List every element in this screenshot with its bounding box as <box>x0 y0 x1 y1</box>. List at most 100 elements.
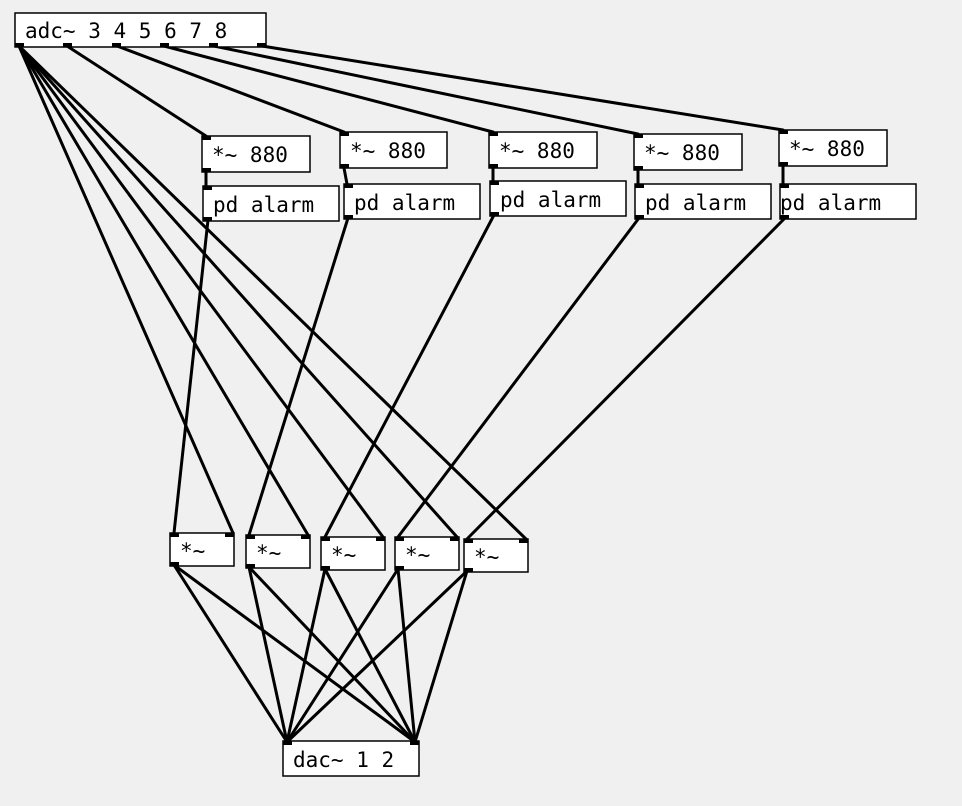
mul-3-inlet-left[interactable] <box>321 537 330 541</box>
cord-adc-to-mul880-1[interactable] <box>65 44 208 138</box>
alarm-1-inlet[interactable] <box>203 186 212 190</box>
mul880-3-inlet[interactable] <box>489 132 498 136</box>
mul-object-5[interactable]: *~ <box>463 538 529 573</box>
cord-adc-to-mul880-4[interactable] <box>212 44 640 136</box>
cord-alarm-1-to-mul-1[interactable] <box>172 218 210 535</box>
mul880-object-5[interactable]: *~ 880 <box>778 129 888 167</box>
mul-5-inlet-right[interactable] <box>519 539 528 543</box>
mul-object-2[interactable]: *~ <box>245 534 311 569</box>
alarm-object-4[interactable]: pd alarm <box>634 183 772 220</box>
alarm-label-1: pd alarm <box>213 193 314 217</box>
mul-object-3[interactable]: *~ <box>320 536 386 571</box>
alarm-2-outlet[interactable] <box>344 215 353 219</box>
mul880-5-inlet[interactable] <box>779 130 788 134</box>
cord-adc-to-mul880-2[interactable] <box>115 44 346 134</box>
cord-mul-4-to-dac-right[interactable] <box>396 567 417 744</box>
adc-outlet-5[interactable] <box>209 43 218 47</box>
alarm-3-outlet[interactable] <box>490 212 499 216</box>
cord-adc-to-mul-1[interactable] <box>17 44 235 535</box>
mul880-1-inlet[interactable] <box>202 136 211 140</box>
mul-object-4[interactable]: *~ <box>394 536 460 571</box>
alarm-object-2[interactable]: pd alarm <box>343 183 481 220</box>
cord-mul-3-to-dac-right[interactable] <box>323 567 417 744</box>
mul-2-outlet[interactable] <box>246 564 255 568</box>
adc-label: adc~ 3 4 5 6 7 8 <box>25 19 227 43</box>
cord-mul-4-to-dac-left[interactable] <box>285 567 400 744</box>
mul-4-inlet-right[interactable] <box>450 537 459 541</box>
alarm-5-outlet[interactable] <box>780 215 789 219</box>
cord-mul-5-to-dac-right[interactable] <box>413 569 469 744</box>
alarm-3-inlet[interactable] <box>490 181 499 185</box>
dac-inlet-right[interactable] <box>410 741 419 745</box>
mul-label-5: *~ <box>474 545 499 569</box>
mul-4-inlet-left[interactable] <box>395 537 404 541</box>
cord-adc-to-mul880-3[interactable] <box>162 44 495 134</box>
cord-adc-to-mul880-5[interactable] <box>260 44 785 132</box>
alarm-object-3[interactable]: pd alarm <box>489 180 627 217</box>
mul880-label-1: *~ 880 <box>212 143 288 167</box>
cord-mul-1-to-dac-right[interactable] <box>172 563 417 744</box>
cord-mul-2-to-dac-right[interactable] <box>247 565 417 744</box>
cord-alarm-2-to-mul-2[interactable] <box>247 216 350 537</box>
mul880-2-inlet[interactable] <box>340 132 349 136</box>
alarm-2-inlet[interactable] <box>344 184 353 188</box>
mul-label-3: *~ <box>331 543 356 567</box>
mul880-4-outlet[interactable] <box>634 166 643 170</box>
cord-alarm-5-to-mul-5[interactable] <box>465 216 787 541</box>
cord-adc-to-mul-2[interactable] <box>17 44 310 537</box>
cord-mul-5-to-dac-left[interactable] <box>285 569 469 744</box>
adc-outlet-6[interactable] <box>257 43 266 47</box>
cord-mul-1-to-dac-left[interactable] <box>172 563 289 744</box>
alarm-1-outlet[interactable] <box>203 217 212 221</box>
mul-label-1: *~ <box>180 539 205 563</box>
mul880-object-3[interactable]: *~ 880 <box>488 131 598 169</box>
mul880-object-1[interactable]: *~ 880 <box>201 135 311 173</box>
mul-label-4: *~ <box>405 543 430 567</box>
adc-object[interactable]: adc~ 3 4 5 6 7 8 <box>14 12 267 48</box>
alarm-5-inlet[interactable] <box>780 184 789 188</box>
adc-outlet-4[interactable] <box>160 43 169 47</box>
alarm-4-outlet[interactable] <box>635 215 644 219</box>
mul880-3-outlet[interactable] <box>489 164 498 168</box>
cord-adc-to-mul-5[interactable] <box>17 44 528 541</box>
mul-3-inlet-right[interactable] <box>376 537 385 541</box>
cord-alarm-4-to-mul-4[interactable] <box>396 216 641 539</box>
mul880-4-inlet[interactable] <box>634 134 643 138</box>
mul880-2-outlet[interactable] <box>340 164 349 168</box>
mul880-object-4[interactable]: *~ 880 <box>633 133 743 171</box>
adc-outlet-1[interactable] <box>15 43 24 47</box>
mul-object-1[interactable]: *~ <box>169 532 235 567</box>
dac-object[interactable]: dac~ 1 2 <box>282 740 420 777</box>
adc-outlet-3[interactable] <box>112 43 121 47</box>
cord-adc-to-mul-4[interactable] <box>17 44 459 539</box>
adc-outlet-2[interactable] <box>63 43 72 47</box>
mul880-label-3: *~ 880 <box>499 139 575 163</box>
alarm-object-1[interactable]: pd alarm <box>202 185 340 222</box>
mul-4-outlet[interactable] <box>395 566 404 570</box>
mul880-label-4: *~ 880 <box>644 141 720 165</box>
cord-mul-2-to-dac-left[interactable] <box>247 565 289 744</box>
cord-mul880-2-to-alarm-2[interactable] <box>342 166 349 186</box>
alarm-label-3: pd alarm <box>500 188 601 212</box>
cord-mul-3-to-dac-left[interactable] <box>285 567 327 744</box>
mul880-5-outlet[interactable] <box>779 162 788 166</box>
mul880-label-5: *~ 880 <box>789 137 865 161</box>
dac-label: dac~ 1 2 <box>293 748 394 772</box>
mul-5-inlet-left[interactable] <box>464 539 473 543</box>
mul-1-inlet-left[interactable] <box>170 533 179 537</box>
mul880-object-2[interactable]: *~ 880 <box>339 131 448 169</box>
mul880-1-outlet[interactable] <box>202 168 211 172</box>
mul-5-outlet[interactable] <box>464 568 473 572</box>
mul-1-outlet[interactable] <box>170 562 179 566</box>
mul-2-inlet-left[interactable] <box>246 535 255 539</box>
alarm-4-inlet[interactable] <box>635 184 644 188</box>
mul-2-inlet-right[interactable] <box>301 535 310 539</box>
alarm-object-5[interactable]: pd alarm <box>779 183 917 220</box>
mul-3-outlet[interactable] <box>321 566 330 570</box>
patch-cords <box>17 44 787 744</box>
dac-inlet-left[interactable] <box>283 741 292 745</box>
cord-alarm-3-to-mul-3[interactable] <box>323 213 496 539</box>
mul-1-inlet-right[interactable] <box>225 533 234 537</box>
alarm-label-4: pd alarm <box>645 191 746 215</box>
